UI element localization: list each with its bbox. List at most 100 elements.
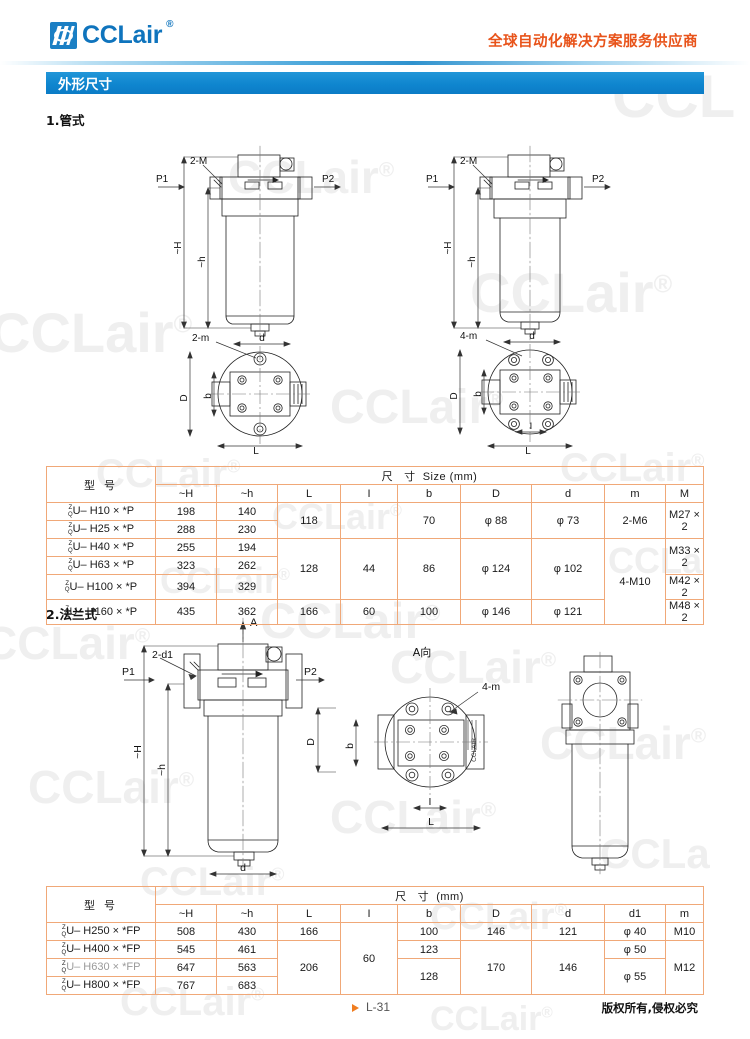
cell-D: 146 xyxy=(460,922,532,941)
label-d: d xyxy=(259,333,265,344)
label-big-H: ~H xyxy=(443,241,454,254)
cell-h: 230 xyxy=(216,520,278,539)
cell-m: 4-M10 xyxy=(604,538,666,625)
col-header-b: b xyxy=(397,904,461,923)
page-number-text: L-31 xyxy=(366,1000,391,1014)
size-header-cn: 尺 寸 xyxy=(395,889,433,903)
label-p1: P1 xyxy=(156,174,169,185)
logo-text: CCLair xyxy=(82,21,163,49)
label-2-M: 2-M xyxy=(190,156,207,167)
registered-mark-icon: ® xyxy=(166,19,174,30)
cell-H: 255 xyxy=(155,538,217,557)
cell-b: 100 xyxy=(397,922,461,941)
cell-D: φ 88 xyxy=(460,502,532,539)
cell-M: M48 × 2 xyxy=(665,599,704,625)
label-2-d1: 2-d1 xyxy=(152,649,173,661)
cell-h: 430 xyxy=(216,922,278,941)
cell-h: 329 xyxy=(216,574,278,600)
cell-h: 140 xyxy=(216,502,278,521)
cell-H: 508 xyxy=(155,922,217,941)
cell-I: 60 xyxy=(340,922,398,995)
col-header-d: d xyxy=(531,904,605,923)
cell-H: 545 xyxy=(155,940,217,959)
model-text: U– H63 × *P xyxy=(72,559,135,572)
cell-d1: φ 50 xyxy=(604,940,666,959)
cell-D: 170 xyxy=(460,940,532,995)
table-header-row-1: 型 号 尺 寸 (mm) xyxy=(46,886,704,923)
label-L: L xyxy=(253,446,259,457)
triangle-bullet-icon xyxy=(352,1003,359,1012)
label-2-m: 2-m xyxy=(192,333,209,344)
model-text: U– H25 × *P xyxy=(72,523,135,536)
label-p1: P1 xyxy=(426,174,439,185)
label-D: D xyxy=(449,392,460,399)
cell-L: 118 xyxy=(277,502,341,539)
size-header-en: (mm) xyxy=(436,890,464,903)
model-text: U– H10 × *P xyxy=(72,505,135,518)
cell-d: 121 xyxy=(531,922,605,941)
model-text: U– H630 × *FP xyxy=(66,961,141,974)
label-big-H: ~H xyxy=(173,241,184,254)
size-header-cn: 尺 寸 xyxy=(381,469,420,483)
cell-d1: φ 55 xyxy=(604,958,666,995)
cell-H: 767 xyxy=(155,976,217,995)
label-I: I xyxy=(530,421,533,432)
label-L: L xyxy=(428,816,434,828)
cclair-logo-icon xyxy=(50,22,77,49)
label-L: L xyxy=(525,446,531,457)
cell-d: φ 102 xyxy=(531,538,605,600)
model-text: U– H40 × *P xyxy=(72,541,135,554)
section-title-bar: 外形尺寸 xyxy=(46,72,704,94)
col-header-h: ~h xyxy=(216,484,278,503)
cell-d1: φ 40 xyxy=(604,922,666,941)
label-big-H: ~H xyxy=(132,745,144,759)
cell-I xyxy=(340,502,398,539)
label-p2: P2 xyxy=(592,174,605,185)
model-text: U– H800 × *FP xyxy=(66,979,141,992)
label-p1: P1 xyxy=(122,666,135,678)
col-header-size: 尺 寸 Size (mm) xyxy=(155,466,704,485)
cell-m: M12 xyxy=(665,940,704,995)
logo-wordmark: CCLair® xyxy=(82,20,173,49)
label-p2: P2 xyxy=(304,666,317,678)
col-header-b: b xyxy=(397,484,461,503)
col-header-d: d xyxy=(531,484,605,503)
cell-I: 60 xyxy=(340,599,398,625)
col-header-D: D xyxy=(460,904,532,923)
cell-h: 262 xyxy=(216,556,278,575)
header-divider xyxy=(0,61,750,65)
cell-L: 166 xyxy=(277,599,341,625)
col-header-h: ~h xyxy=(216,904,278,923)
cell-L: 128 xyxy=(277,538,341,600)
label-4-m: 4-m xyxy=(460,331,477,342)
col-header-m: m xyxy=(665,904,704,923)
cell-M: M42 × 2 xyxy=(665,574,704,600)
model-text: U– H400 × *FP xyxy=(66,943,141,956)
brand-logo: CCLair® xyxy=(50,20,173,49)
cell-h: 461 xyxy=(216,940,278,959)
col-header-I: I xyxy=(340,904,398,923)
cell-D: φ 124 xyxy=(460,538,532,600)
cell-b: 86 xyxy=(397,538,461,600)
col-header-L: L xyxy=(277,484,341,503)
col-header-d1: d1 xyxy=(604,904,666,923)
cell-d: φ 121 xyxy=(531,599,605,625)
watermark: CCLair® xyxy=(430,1000,553,1038)
